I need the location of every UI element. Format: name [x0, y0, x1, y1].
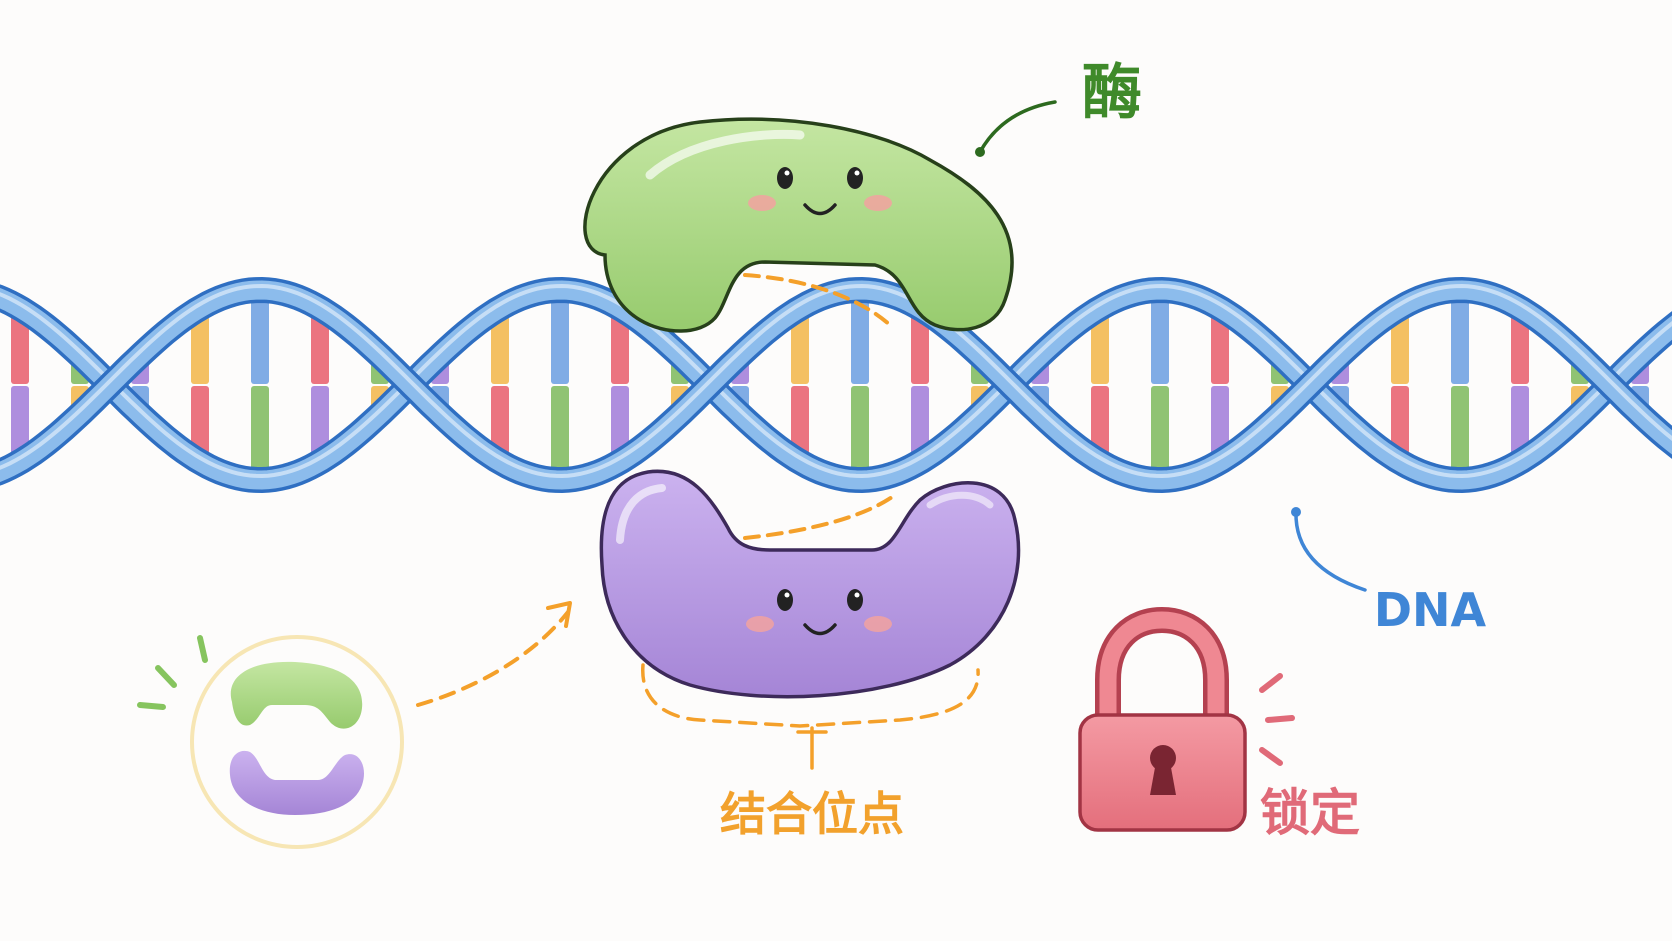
- base-pair-segment: [911, 386, 929, 462]
- padlock-icon: 锁定: [1078, 606, 1360, 842]
- base-pair-segment: [1391, 386, 1409, 462]
- enzyme-bottom-purple: [599, 469, 1021, 699]
- base-pair-segment: [251, 290, 269, 384]
- base-pair-segment: [311, 386, 329, 462]
- strand-outline: [0, 276, 1672, 494]
- base-pair-segment: [491, 386, 509, 462]
- dna-strands: [0, 276, 1672, 494]
- enzyme-callout: 酶: [975, 58, 1142, 157]
- enzyme-bottom-face: [746, 589, 892, 636]
- strand-highlight: [0, 283, 1672, 479]
- base-pair-segment: [611, 386, 629, 462]
- base-pair-segment: [1091, 308, 1109, 384]
- base-pair-segment: [491, 308, 509, 384]
- base-pair-segment: [911, 308, 929, 384]
- enzyme-top-face: [748, 167, 892, 216]
- strand-highlight: [0, 283, 1672, 479]
- base-pair-segment: [251, 386, 269, 480]
- base-pair-segment: [851, 290, 869, 384]
- dna-callout: DNA: [1291, 507, 1487, 637]
- base-pair-segment: [1211, 386, 1229, 462]
- strand-fill: [0, 280, 1672, 490]
- base-pair-segment: [551, 386, 569, 480]
- lock-label: 锁定: [1260, 784, 1360, 842]
- base-pair-segment: [791, 308, 809, 384]
- base-pair-segment: [1511, 308, 1529, 384]
- base-pair-segment: [11, 308, 29, 384]
- base-pair-segment: [611, 308, 629, 384]
- enzyme-label: 酶: [1082, 58, 1142, 128]
- mini-enzyme-circle: [137, 601, 572, 849]
- base-pair-segment: [1451, 290, 1469, 384]
- base-pair-segment: [1211, 308, 1229, 384]
- base-pair-segment: [191, 308, 209, 384]
- base-pair-segment: [1091, 386, 1109, 462]
- base-pair-segment: [1391, 308, 1409, 384]
- base-pair-segment: [791, 386, 809, 462]
- strand-outline: [0, 276, 1672, 494]
- binding-site-callout: 结合位点: [641, 663, 980, 841]
- base-pair-segment: [551, 290, 569, 384]
- base-pair-segment: [1511, 386, 1529, 462]
- binding-site-label: 结合位点: [720, 787, 904, 841]
- base-pair-segment: [851, 386, 869, 480]
- base-pair-segment: [1151, 386, 1169, 480]
- dna-label: DNA: [1374, 583, 1487, 637]
- dna-helix: [0, 276, 1672, 494]
- enzyme-top-green: [583, 117, 1014, 333]
- base-pair-segment: [1451, 386, 1469, 480]
- strand-fill: [0, 280, 1672, 490]
- base-pair-segment: [191, 386, 209, 462]
- base-pair-segment: [1151, 290, 1169, 384]
- base-pair-segment: [11, 386, 29, 462]
- binding-site-marks: [743, 273, 897, 540]
- base-pair-segment: [311, 308, 329, 384]
